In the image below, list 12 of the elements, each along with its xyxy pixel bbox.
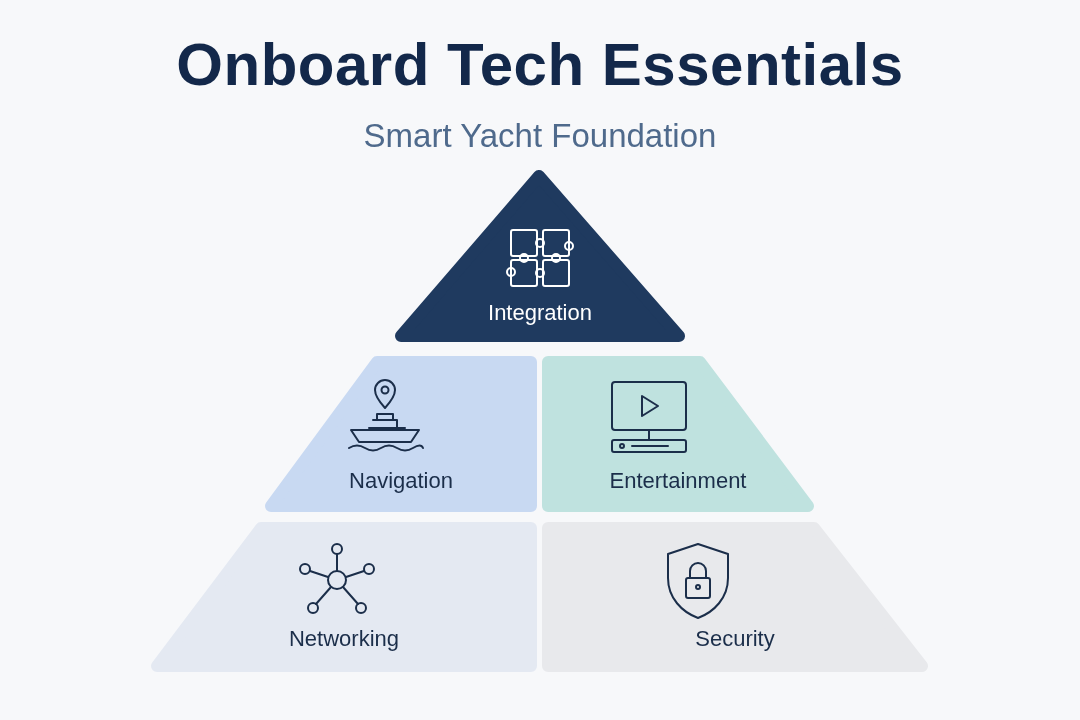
tier-label: Security (694, 626, 776, 652)
pyramid-tier (395, 170, 685, 342)
tier-label: Integration (487, 300, 593, 326)
pyramid-tier (265, 356, 537, 512)
pyramid-tier (151, 522, 537, 672)
pyramid-tier (542, 356, 814, 512)
tier-label: Navigation (348, 468, 454, 494)
tier-label: Networking (287, 626, 400, 652)
subtitle: Smart Yacht Foundation (362, 117, 718, 155)
pyramid-tier (542, 522, 928, 672)
tier-label: Entertainment (608, 468, 748, 494)
title: Onboard Tech Essentials (175, 30, 905, 99)
